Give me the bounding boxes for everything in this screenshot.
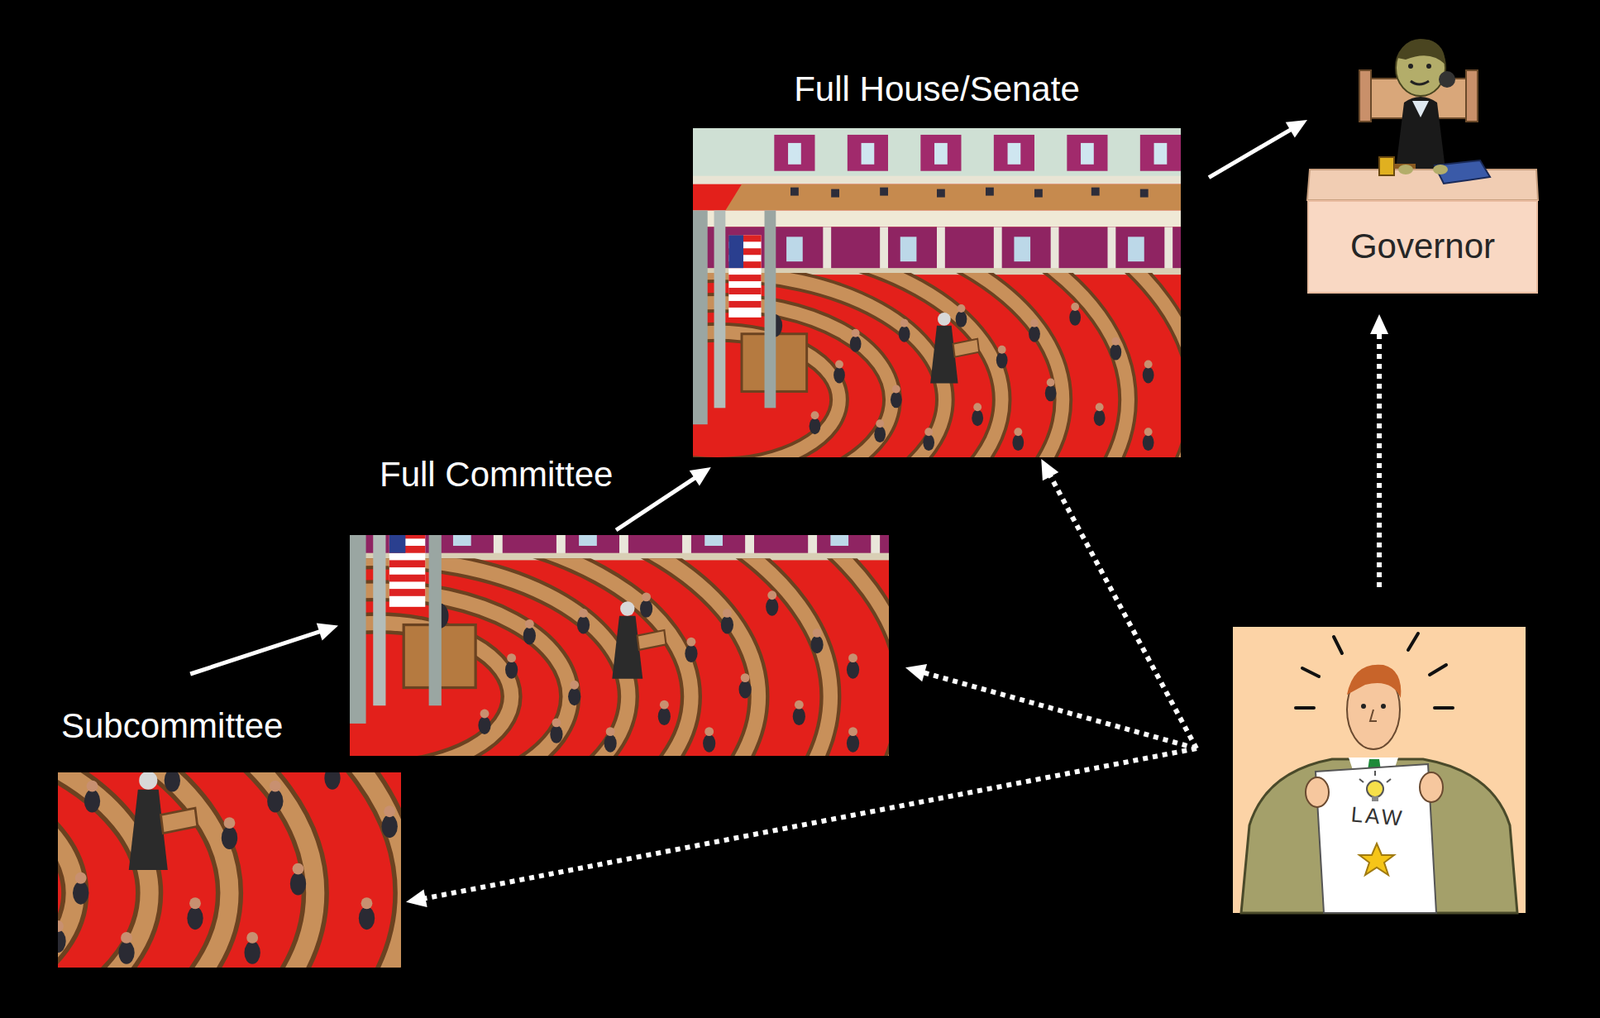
citizen-figure-part <box>1305 777 1329 808</box>
citizen-figure-part <box>1346 664 1401 698</box>
citizen-figure-part-part <box>1333 636 1343 654</box>
governor-figure-part <box>1379 157 1395 176</box>
paper-label: LAW <box>1327 799 1429 835</box>
chamber-node: Subcommittee <box>57 673 402 968</box>
governor-figure-part <box>1307 169 1538 201</box>
governor-figure-part <box>1438 71 1456 88</box>
governor-figure-part <box>1395 96 1446 170</box>
governor-figure-part <box>1408 63 1414 69</box>
dotted-line <box>1376 330 1382 588</box>
chamber-node: Full Committee <box>349 534 889 756</box>
governor-figure <box>1307 38 1538 201</box>
flow-arrow <box>190 622 339 674</box>
arrow-head <box>405 888 428 908</box>
subcommittee-illustration-part <box>0 514 504 1018</box>
governor-figure-part <box>1466 70 1478 122</box>
governor-node: Governor <box>1307 45 1538 294</box>
dotted-arrow <box>405 748 1197 908</box>
citizen-figure-part <box>1366 780 1384 798</box>
governor-figure-part <box>1359 70 1371 122</box>
citizen-figure-part-part <box>1302 668 1319 677</box>
citizen-figure-part-part <box>1374 770 1376 776</box>
flow-arrow <box>616 467 712 531</box>
dotted-line <box>1049 473 1197 749</box>
solid-line <box>190 630 323 674</box>
citizen-figure-part <box>1241 759 1518 913</box>
governor-desk-front: Governor <box>1307 200 1538 294</box>
citizen-figure-part-part <box>1386 778 1391 783</box>
subcommittee-illustration <box>0 514 504 1018</box>
governor-figure-part <box>1432 164 1448 175</box>
citizen-figure-part-part <box>1295 706 1314 710</box>
dotted-arrow <box>1041 458 1197 749</box>
solid-line <box>616 476 698 531</box>
citizen-figure-part <box>1232 626 1526 913</box>
governor-figure-part <box>1397 38 1446 65</box>
dotted-line <box>422 748 1197 899</box>
governor-figure-part <box>1410 81 1429 85</box>
stage-label: Full House/Senate <box>692 68 1181 110</box>
stage-label: Full Committee <box>379 453 613 496</box>
governor-label: Governor <box>1350 225 1495 268</box>
dotted-arrow <box>905 663 1197 749</box>
citizen-figure-part <box>1361 703 1366 709</box>
chamber-node: Full House/Senate <box>692 128 1181 458</box>
arrow-head <box>905 663 927 682</box>
arrow-head <box>1370 314 1389 335</box>
subcommittee-illustration-part-part <box>0 514 504 1018</box>
arrow-head <box>316 622 339 640</box>
citizen-figure-part-part <box>1434 706 1453 710</box>
citizen-figure-part <box>1380 703 1386 709</box>
dotted-arrow <box>1370 314 1389 588</box>
arrow-head <box>1285 119 1308 139</box>
governor-figure-part <box>1395 39 1446 96</box>
dotted-line <box>921 672 1197 749</box>
citizen-figure-part-part <box>1408 633 1419 650</box>
citizen-figure-part <box>1370 709 1377 722</box>
citizen-figure-part <box>1419 772 1443 803</box>
solid-line <box>1208 128 1294 178</box>
citizen-figure-part <box>1359 843 1395 875</box>
stage-label: Subcommittee <box>61 705 283 747</box>
citizen-figure-part <box>1359 770 1391 783</box>
citizen-node: LAW <box>1232 626 1526 913</box>
arrow-head <box>1041 458 1059 481</box>
citizen-figure-part <box>1371 796 1379 802</box>
governor-figure-part <box>1398 164 1414 175</box>
citizen-figure <box>1232 626 1526 913</box>
flow-arrow <box>1208 119 1308 178</box>
governor-figure-part <box>1426 63 1432 69</box>
citizen-figure-part <box>1315 764 1437 913</box>
governor-figure-part <box>1412 100 1429 118</box>
citizen-figure-part-part <box>1429 664 1447 675</box>
citizen-figure-part-part <box>1359 778 1364 783</box>
arrow-head <box>689 467 712 486</box>
